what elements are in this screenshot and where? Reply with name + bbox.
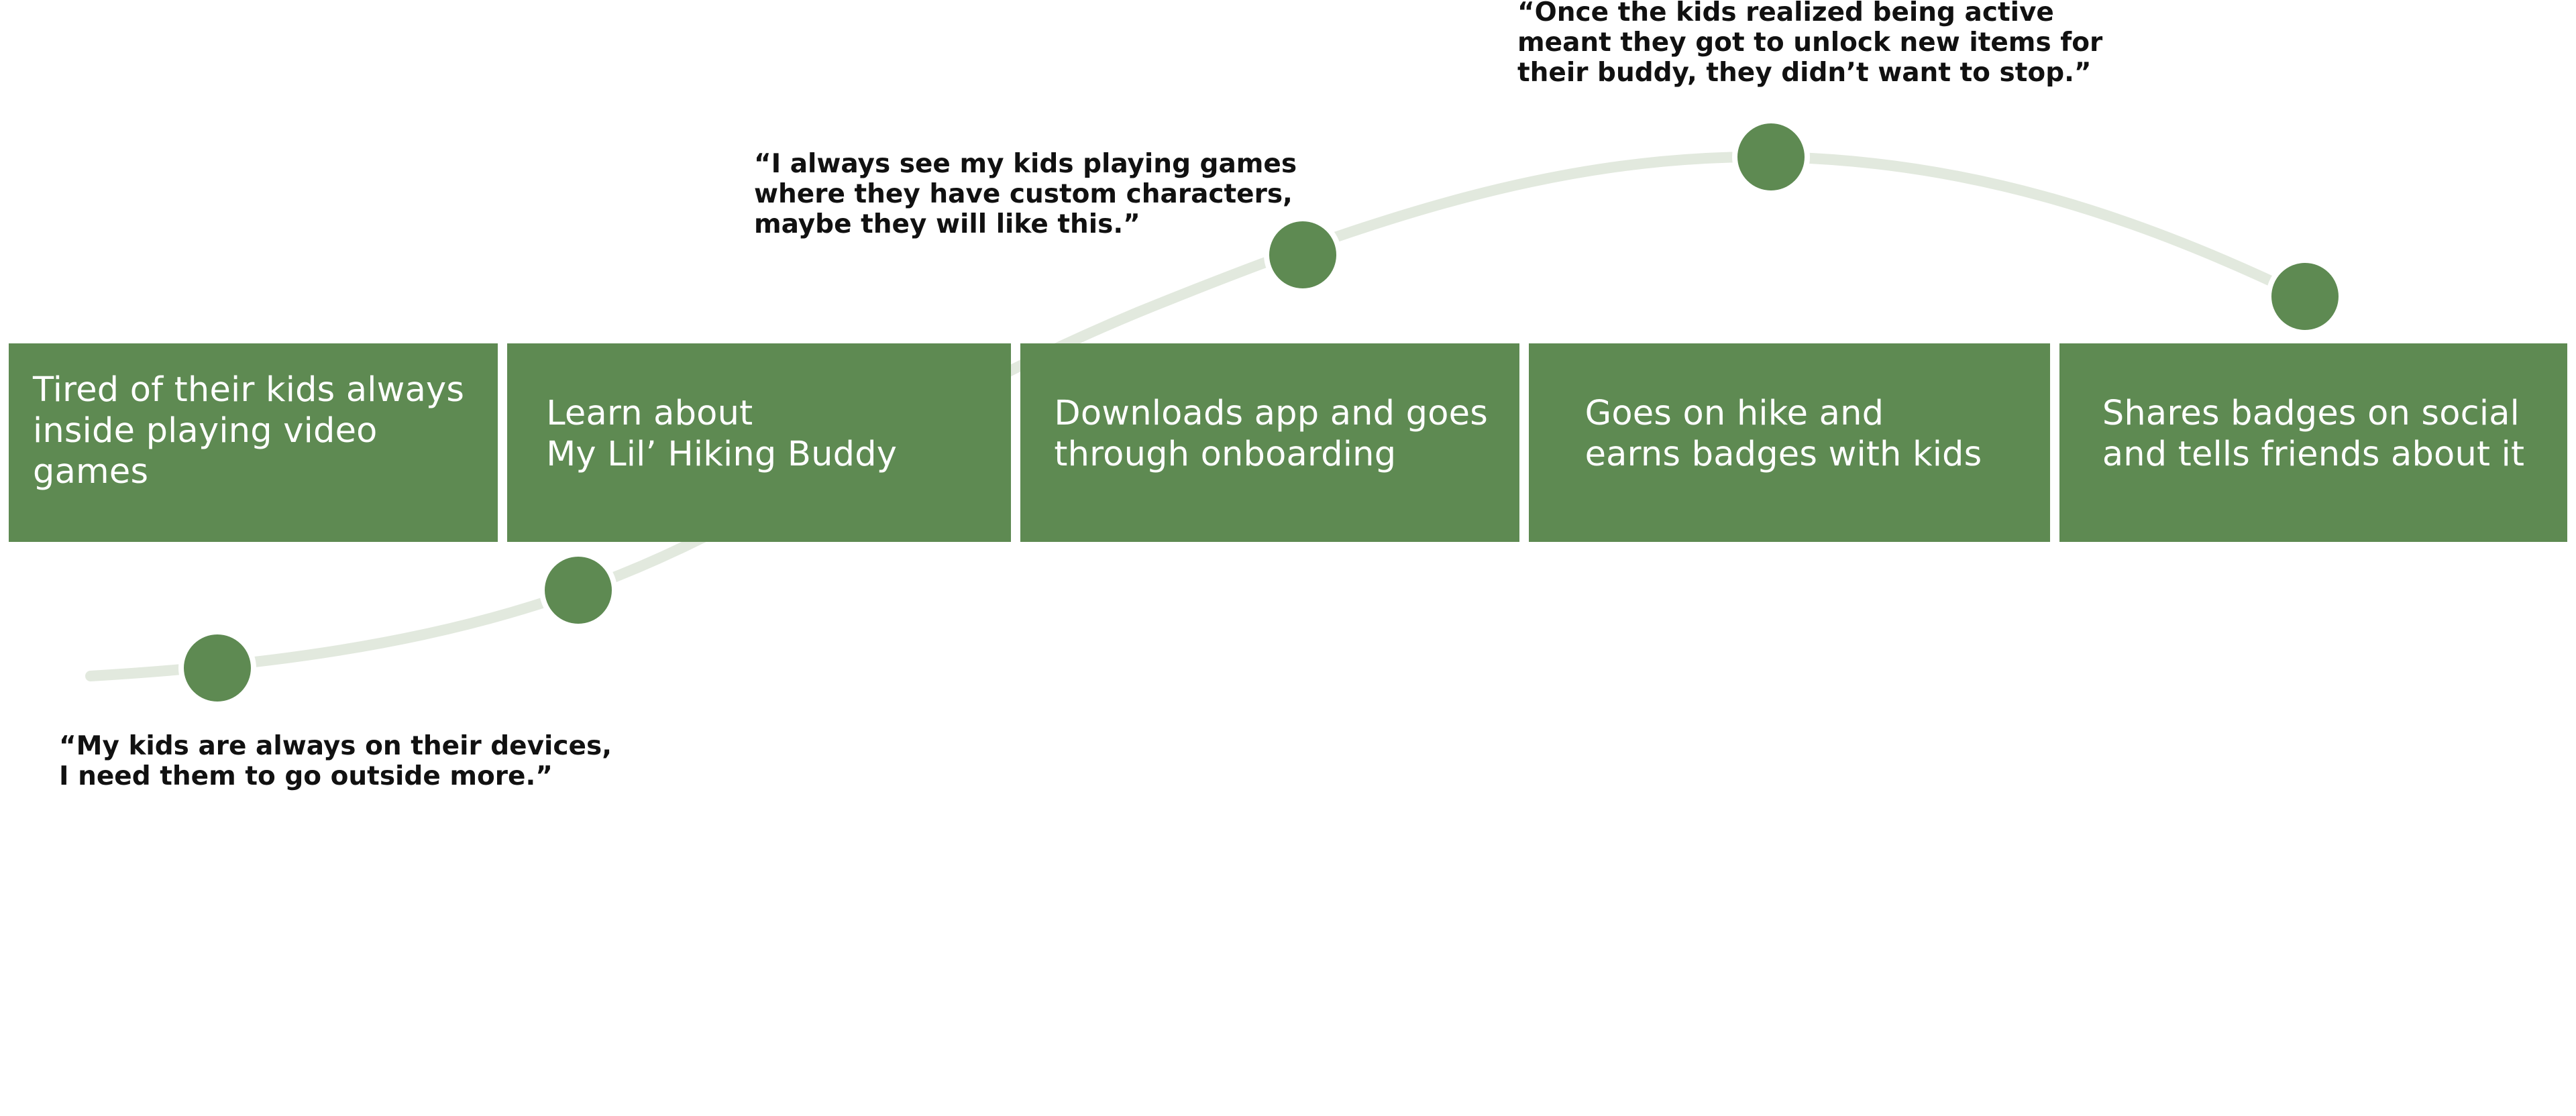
stage-label-4: Goes on hike and earns badges with kids — [1585, 394, 1982, 474]
stage-box-4: Goes on hike and earns badges with kids — [1528, 343, 2050, 542]
stage-box-5: Shares badges on social and tells friend… — [2059, 343, 2568, 542]
stage-label-3: Downloads app and goes through onboardin… — [1054, 394, 1488, 474]
journey-point-2 — [539, 551, 617, 629]
quote-1: “My kids are always on their devices, I … — [59, 731, 612, 791]
stage-label-5: Shares badges on social and tells friend… — [2102, 394, 2525, 474]
stage-label-1: Tired of their kids always inside playin… — [33, 370, 465, 492]
stage-box-3: Downloads app and goes through onboardin… — [1020, 343, 1519, 542]
journey-point-3 — [1264, 216, 1342, 294]
journey-point-1 — [178, 629, 256, 707]
quote-2: “I always see my kids playing games wher… — [754, 149, 1297, 239]
journey-stages: Tired of their kids always inside playin… — [9, 343, 2568, 542]
quote-3: “Once the kids realized being active mea… — [1517, 0, 2103, 88]
stage-label-2: Learn about My Lil’ Hiking Buddy — [546, 394, 898, 474]
stage-box-2: Learn about My Lil’ Hiking Buddy — [507, 343, 1012, 542]
journey-curve-path — [85, 151, 2306, 681]
stage-box-1: Tired of their kids always inside playin… — [9, 343, 498, 542]
journey-point-5 — [2266, 258, 2344, 335]
journey-point-4 — [1732, 118, 1810, 196]
